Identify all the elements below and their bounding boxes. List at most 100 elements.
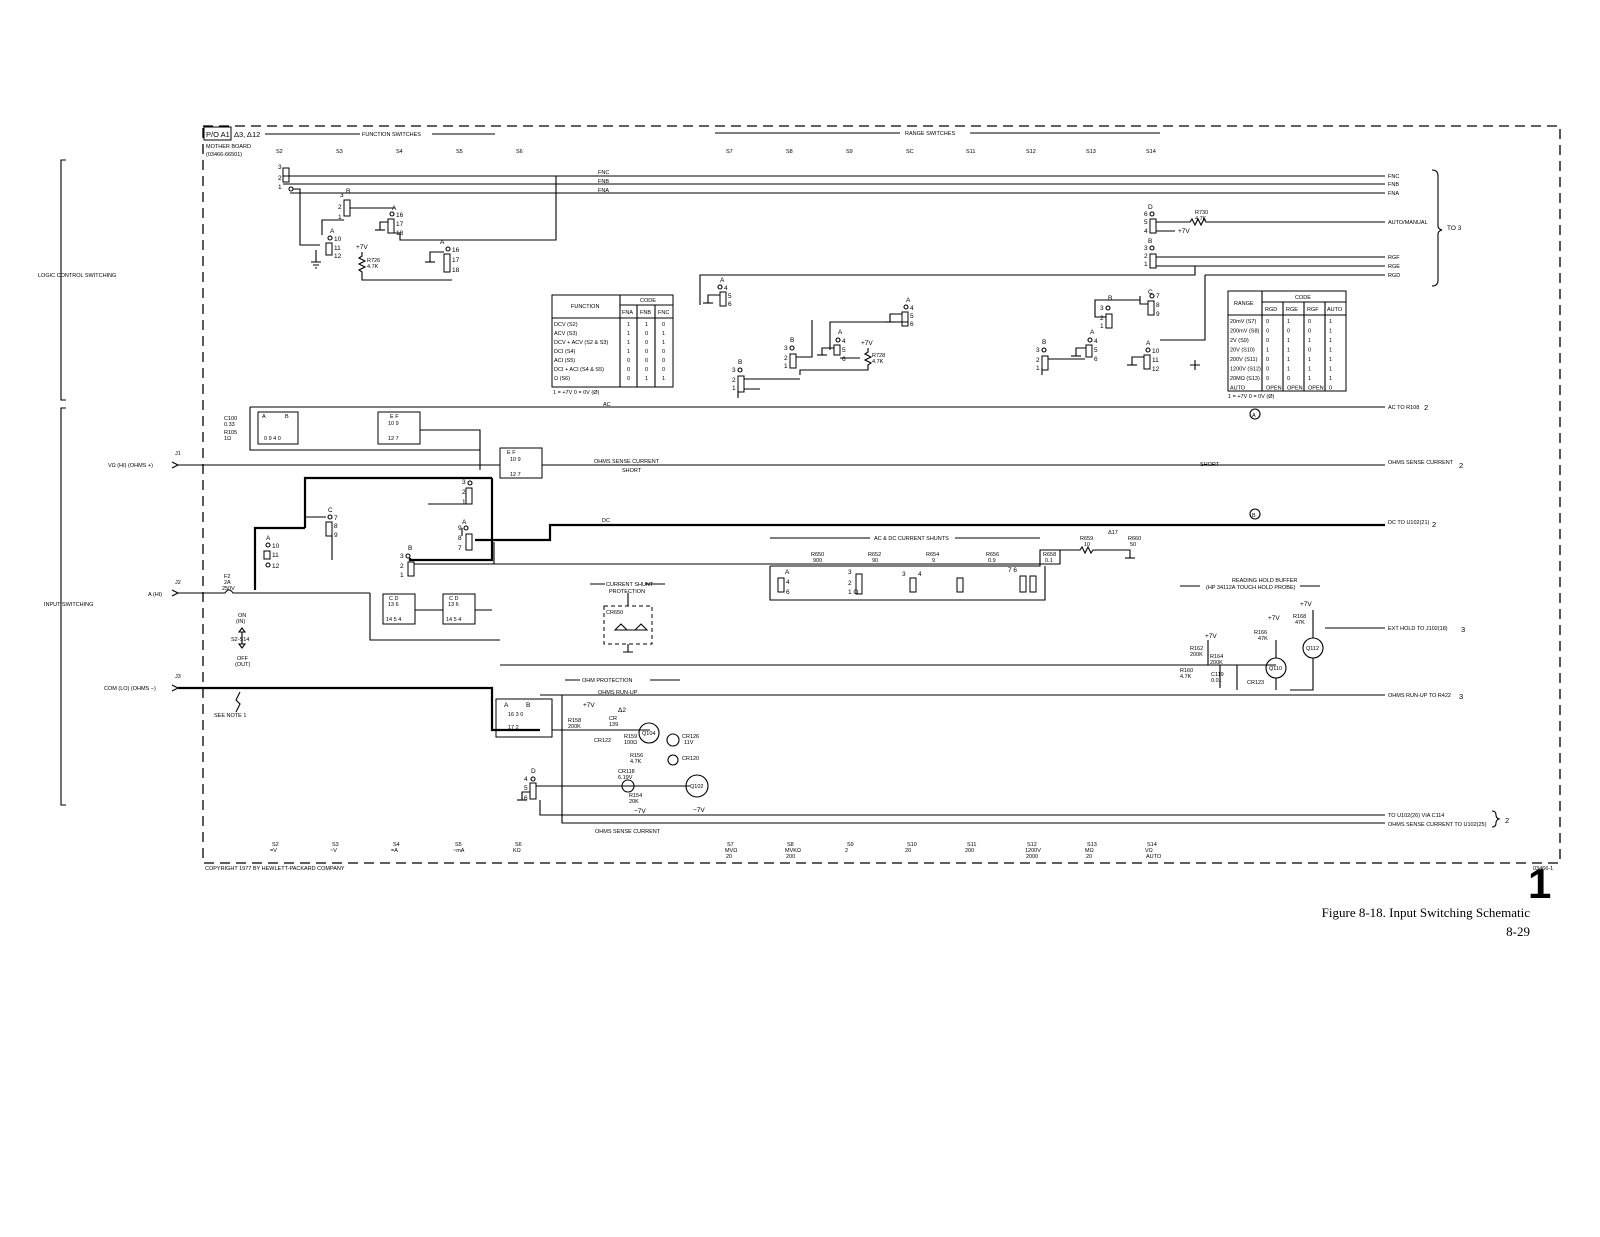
ft-row-label: DCV (S2) [554,322,578,328]
r164-value: 200K [1210,660,1223,666]
svg-text:A: A [440,239,445,246]
svg-text:4: 4 [786,579,790,586]
svg-text:3: 3 [784,345,788,352]
rt-cell: 0 [1287,376,1290,382]
bottom-switch-legend: S2=VS3~VS4=AS5~mAS6KΩS7MVΩ20S8MVKΩ200S92… [270,842,1162,860]
svg-text:7: 7 [334,515,338,522]
assembly-label: P/O A1 [206,130,230,139]
rt-cell: 1 [1329,348,1332,354]
ft-col-0: FNA [622,310,633,316]
ft-row-label: ACI (S5) [554,358,575,364]
r726-label: R726 [367,258,380,264]
ft-cell: 1 [627,331,630,337]
rt-row-label: 2V (S9) [1230,338,1249,344]
svg-text:B: B [1148,238,1152,245]
dc-out: DC TO U102(21) [1388,520,1430,526]
ac-sheet: 2 [1424,403,1428,412]
ft-cell: 0 [662,322,665,328]
svg-text:B: B [1042,339,1046,346]
ft-cell: 0 [627,367,630,373]
svg-text:J2: J2 [175,580,181,586]
svg-text:3: 3 [340,192,344,199]
cr118-label: CR118 [618,769,635,775]
cr126-label: CR126 [682,734,699,740]
short-label-1: SHORT [622,468,642,474]
bottom-switch-name: S14 [1147,842,1157,848]
svg-text:12: 12 [334,253,342,260]
svg-text:4: 4 [724,285,728,292]
top-switch-s8: S8 [786,149,793,155]
rt-cell: 1 [1308,338,1311,344]
c100-value: 0.33 [224,422,235,428]
ft-cell: 0 [645,340,648,346]
svg-text:2: 2 [400,563,404,570]
r168-label: R168 [1293,614,1306,620]
svg-text:14 5 4: 14 5 4 [386,617,401,623]
svg-text:D: D [1148,204,1153,211]
ft-cell: 1 [662,331,665,337]
bottom-switch-function: MΩ [1085,848,1094,854]
ft-cell: 1 [662,340,665,346]
bottom-switch-name: S10 [907,842,917,848]
r154-value: 20K [629,799,639,805]
bottom-switch-function: =V [270,848,277,854]
rt-col-0: RGD [1265,307,1277,313]
r166-value: 47K [1258,636,1268,642]
svg-text:13 6: 13 6 [388,602,399,608]
short-label-2: SHORT [1200,462,1220,468]
r730-value: 4.7K [1195,216,1207,222]
svg-text:A: A [785,569,790,576]
svg-text:A: A [462,519,467,526]
board-frame [202,125,1561,864]
rt-cell: 1 [1308,367,1311,373]
svg-text:A: A [720,277,725,284]
rt-cell: 1 [1329,367,1332,373]
ohms-runup-sheet: 3 [1459,692,1463,701]
svg-text:J3: J3 [175,674,181,680]
svg-text:Q110: Q110 [1269,666,1282,672]
svg-text:18: 18 [452,267,460,274]
c119-label: C119 [1211,672,1224,678]
rt-cell: 1 [1329,376,1332,382]
board-part-number: (03466-66501) [206,152,242,158]
svg-text:12: 12 [272,563,280,570]
svg-text:4: 4 [524,776,528,783]
svg-text:Q102: Q102 [690,784,703,790]
r156-label: R156 [630,753,643,759]
rt-cell: OPEN [1266,386,1282,392]
cr126-value: 11V [684,740,694,746]
svg-text:17: 17 [452,257,460,264]
svg-text:3: 3 [462,479,466,486]
svg-text:10 9: 10 9 [510,457,521,463]
rt-cell: 0 [1266,338,1269,344]
board-title: MOTHER BOARD [206,144,251,150]
svg-text:1: 1 [784,363,788,370]
r652-label: R652 [868,552,881,558]
svg-text:10: 10 [1152,348,1160,355]
svg-text:12 7: 12 7 [510,472,521,478]
function-legend: 1 = +7V 0 = 0V (Ø) [553,390,599,396]
svg-text:7 6: 7 6 [1008,567,1017,574]
ohm-prot: OHM PROTECTION [582,678,632,684]
rt-cell: 0 [1329,386,1332,392]
cr120-label: CR120 [682,756,699,762]
drawing-number: 03466-1 [1533,866,1553,872]
rge-out: RGE [1388,264,1400,270]
r659-label: R659 [1080,536,1093,542]
svg-text:2: 2 [848,580,852,587]
rt-cell: 1 [1308,357,1311,363]
svg-text:B: B [1252,513,1256,519]
rt-cell: 0 [1266,329,1269,335]
svg-text:4: 4 [1144,228,1148,235]
svg-text:6: 6 [842,356,846,363]
minus7-1: −7V [634,808,646,815]
top-switch-s9: S9 [846,149,853,155]
ft-cell: 1 [645,322,648,328]
ft-row-label: DCI + ACI (S4 & S5) [554,367,604,373]
r650-label: R650 [811,552,824,558]
svg-text:2: 2 [462,489,466,496]
rt-cell: 0 [1266,367,1269,373]
bottom-switch-value: 20 [726,854,732,860]
svg-text:1: 1 [338,214,342,221]
